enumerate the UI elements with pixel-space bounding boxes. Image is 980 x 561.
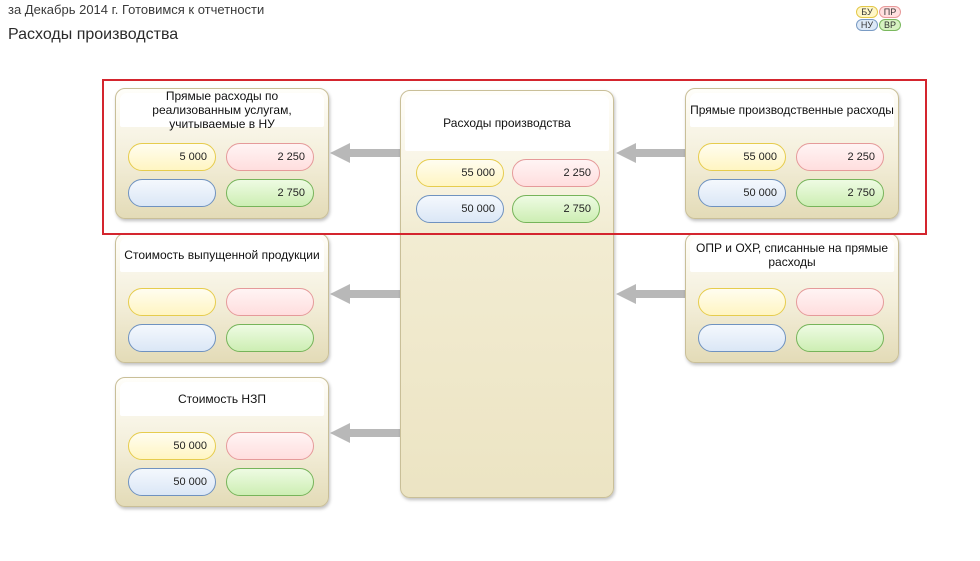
legend-bu-badge: БУ — [856, 6, 878, 18]
bu-value-field[interactable] — [698, 288, 786, 316]
card-wip-cost[interactable]: Стоимость НЗП 50 000 50 000 — [115, 377, 329, 507]
pr-value-field[interactable] — [796, 288, 884, 316]
nu-value-field[interactable]: 50 000 — [698, 179, 786, 207]
card-direct-services-costs[interactable]: Прямые расходы по реализованным услугам,… — [115, 88, 329, 219]
pr-value-field[interactable]: 2 250 — [226, 143, 314, 171]
page-title: Расходы производства — [8, 26, 179, 43]
card-released-products-cost[interactable]: Стоимость выпущенной продукции — [115, 233, 329, 363]
bu-value-field[interactable]: 50 000 — [128, 432, 216, 460]
pr-value-field[interactable] — [226, 432, 314, 460]
legend-nu-badge: НУ — [856, 19, 878, 31]
card-title: Прямые производственные расходы — [690, 93, 894, 127]
card-production-costs[interactable]: Расходы производства 55 000 2 250 50 000… — [400, 90, 614, 498]
nu-value-field[interactable] — [698, 324, 786, 352]
bu-value-field[interactable] — [128, 288, 216, 316]
arrow-left-icon — [616, 284, 686, 304]
bu-value-field[interactable]: 5 000 — [128, 143, 216, 171]
card-direct-production-costs[interactable]: Прямые производственные расходы 55 000 2… — [685, 88, 899, 219]
nu-value-field[interactable] — [128, 324, 216, 352]
nu-value-field[interactable]: 50 000 — [128, 468, 216, 496]
card-title: Стоимость НЗП — [120, 382, 324, 416]
legend-pr-badge: ПР — [879, 6, 901, 18]
card-title: Расходы производства — [405, 95, 609, 151]
vr-value-field[interactable] — [796, 324, 884, 352]
bu-value-field[interactable]: 55 000 — [416, 159, 504, 187]
vr-value-field[interactable]: 2 750 — [226, 179, 314, 207]
vr-value-field[interactable]: 2 750 — [796, 179, 884, 207]
vr-value-field[interactable] — [226, 468, 314, 496]
nu-value-field[interactable]: 50 000 — [416, 195, 504, 223]
vr-value-field[interactable]: 2 750 — [512, 195, 600, 223]
arrow-left-icon — [330, 143, 400, 163]
pr-value-field[interactable]: 2 250 — [512, 159, 600, 187]
report-period-subtitle: за Декабрь 2014 г. Готовимся к отчетност… — [8, 2, 265, 17]
card-overhead-written-off[interactable]: ОПР и ОХР, списанные на прямые расходы — [685, 233, 899, 363]
arrow-left-icon — [330, 284, 400, 304]
pr-value-field[interactable] — [226, 288, 314, 316]
card-title: ОПР и ОХР, списанные на прямые расходы — [690, 238, 894, 272]
bu-value-field[interactable]: 55 000 — [698, 143, 786, 171]
nu-value-field[interactable] — [128, 179, 216, 207]
card-title: Прямые расходы по реализованным услугам,… — [120, 89, 324, 131]
arrow-left-icon — [616, 143, 686, 163]
pr-value-field[interactable]: 2 250 — [796, 143, 884, 171]
arrow-left-icon — [330, 423, 400, 443]
legend-vr-badge: ВР — [879, 19, 901, 31]
card-title: Стоимость выпущенной продукции — [120, 238, 324, 272]
vr-value-field[interactable] — [226, 324, 314, 352]
